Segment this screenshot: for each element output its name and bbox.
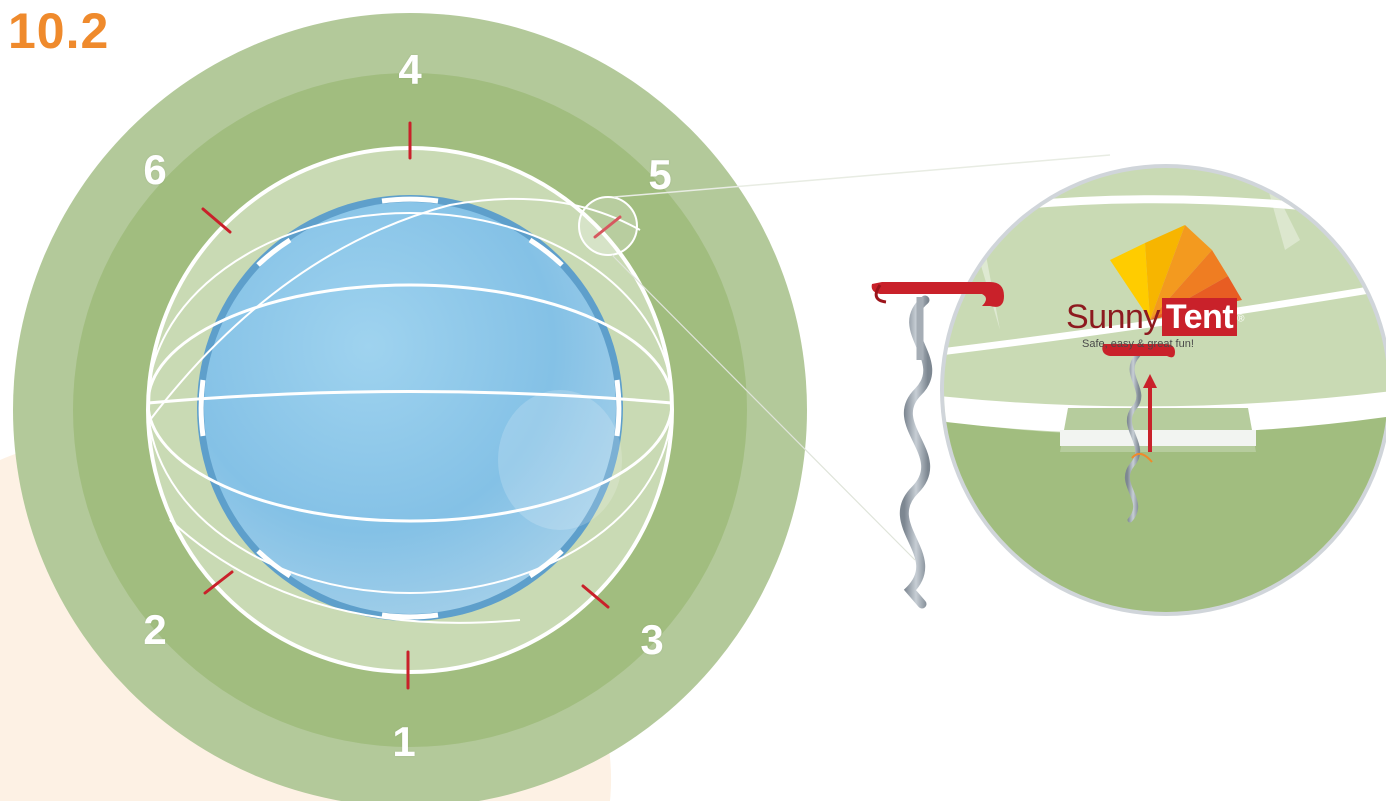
zoom-connector-bottom [611, 254, 916, 561]
logo-name-part1: Sunny [1066, 298, 1160, 336]
step-number: 10.2 [8, 3, 110, 59]
corkscrew-stake-small [1102, 344, 1175, 523]
ground-stake-markers [201, 121, 622, 690]
logo-tagline: Safe, easy & great fun! [1082, 338, 1194, 350]
stake-marker-2 [203, 570, 234, 595]
magnify-focus-circle [578, 196, 638, 256]
stake-label-3: 3 [640, 616, 664, 663]
stake-label-4: 4 [398, 46, 422, 93]
stake-marker-3 [581, 584, 610, 609]
logo-name-part2: Tent [1161, 298, 1238, 336]
pool-rim-segments [198, 196, 622, 620]
stake-label-6: 6 [143, 146, 167, 193]
stake-label-5: 5 [648, 151, 672, 198]
stake-label-2: 2 [143, 606, 167, 653]
logo-registered-mark: ® [1237, 313, 1245, 325]
stake-label-1: 1 [392, 718, 416, 765]
stake-marker-6 [201, 207, 232, 234]
dome-frame-lines [146, 146, 674, 674]
pool-highlight [498, 390, 622, 530]
zoom-detail [940, 164, 1386, 616]
corkscrew-stake-large [871, 282, 1004, 609]
stake-marker-5 [593, 215, 622, 239]
zoom-connector-top [613, 154, 1111, 198]
